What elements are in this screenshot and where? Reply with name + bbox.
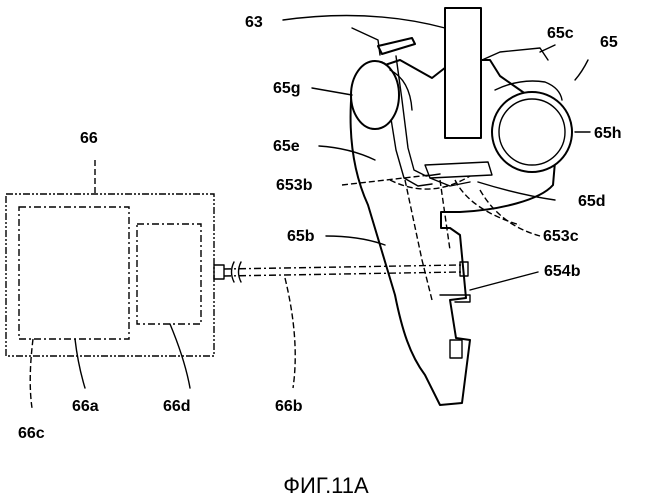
label-65g: 65g — [273, 80, 301, 97]
housing-65c — [482, 48, 548, 60]
strip-65e-inner — [396, 56, 440, 176]
label-63: 63 — [245, 14, 263, 31]
label-66d: 66d — [163, 398, 191, 415]
figure-caption: ФИГ.11А — [283, 473, 369, 498]
controller-66 — [6, 194, 468, 356]
inner-box-66d — [137, 224, 201, 324]
roller-65h — [492, 92, 572, 172]
label-66: 66 — [80, 130, 98, 147]
outer-box-66c — [6, 194, 214, 356]
inner-box-66a — [19, 207, 129, 339]
body-65b — [351, 8, 572, 405]
leaders — [30, 16, 590, 409]
tab-lower — [450, 340, 462, 358]
label-653c: 653c — [543, 228, 579, 245]
label-66b: 66b — [275, 398, 303, 415]
hidden-line-b — [405, 180, 432, 300]
component-63 — [445, 8, 481, 138]
break-symbol — [232, 262, 242, 282]
lever-tab — [378, 38, 415, 54]
label-65h: 65h — [594, 125, 622, 142]
label-654b: 654b — [544, 263, 581, 280]
label-65: 65 — [600, 34, 618, 51]
label-653b: 653b — [276, 177, 313, 194]
label-66a: 66a — [72, 398, 99, 415]
shaft-66b-bottom — [224, 272, 462, 276]
label-65e: 65e — [273, 138, 300, 155]
reference-labels: 63 65 65c 65g 65h 65e 653b 65d 65b 653c … — [18, 14, 622, 442]
label-65c: 65c — [547, 25, 574, 42]
label-66c: 66c — [18, 425, 45, 442]
part-65d — [425, 162, 492, 178]
shaft-66b-top — [224, 265, 462, 269]
label-65d: 65d — [578, 193, 606, 210]
connector-stub — [214, 265, 224, 279]
label-65b: 65b — [287, 228, 315, 245]
lever-top — [352, 28, 380, 55]
